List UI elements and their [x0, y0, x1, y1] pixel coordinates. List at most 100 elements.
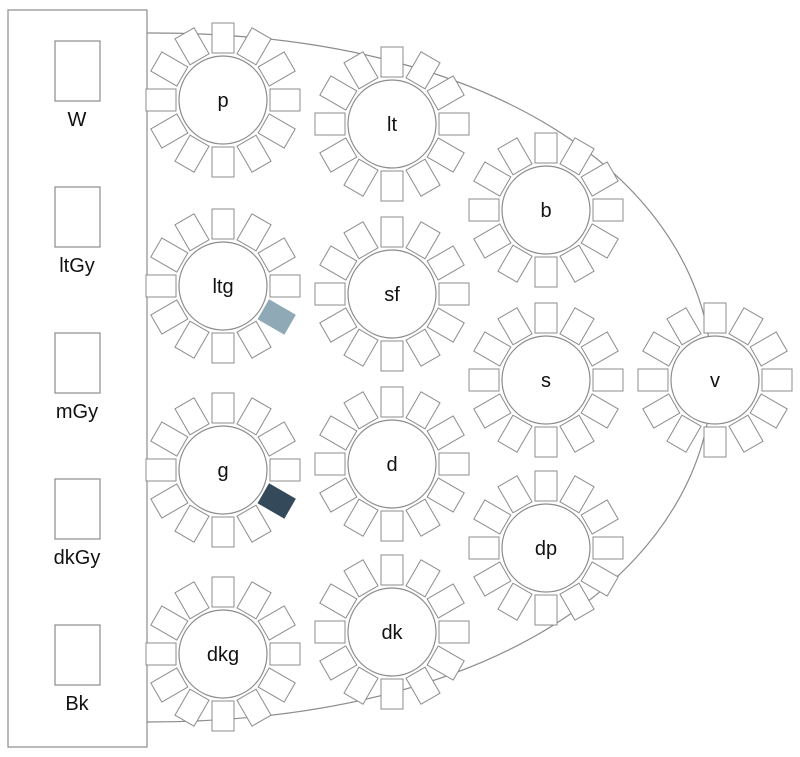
- seat: [580, 331, 619, 367]
- seat: [473, 161, 512, 197]
- seat: [749, 393, 788, 429]
- table-top: [347, 249, 437, 339]
- seat: [211, 332, 235, 364]
- table-label: s: [541, 370, 551, 392]
- table-g: g: [145, 392, 301, 548]
- table-top: [501, 165, 591, 255]
- table-top: [347, 587, 437, 677]
- seat: [749, 331, 788, 367]
- seat: [236, 320, 272, 359]
- seat: [580, 223, 619, 259]
- seat: [257, 51, 296, 87]
- seat: [150, 421, 189, 457]
- seat: [319, 415, 358, 451]
- seat: [728, 307, 764, 346]
- seat: [426, 245, 465, 281]
- seat: [592, 368, 624, 392]
- seat: [343, 391, 379, 430]
- seat: [438, 620, 470, 644]
- seat: [314, 112, 346, 136]
- table-top: [501, 335, 591, 425]
- seat: [497, 475, 533, 514]
- seat: [174, 397, 210, 436]
- seat: [380, 216, 404, 248]
- seat: [497, 414, 533, 453]
- table-sf: sf: [314, 216, 470, 372]
- seat: [405, 221, 441, 260]
- seat: [145, 458, 177, 482]
- seat: [642, 331, 681, 367]
- seat: [343, 221, 379, 260]
- seat: [405, 666, 441, 705]
- seat: [534, 426, 558, 458]
- table-p: p: [145, 22, 301, 178]
- seat: [534, 256, 558, 288]
- table-label: sf: [384, 284, 400, 306]
- seat: [174, 581, 210, 620]
- seat: [405, 328, 441, 367]
- seat: [343, 666, 379, 705]
- table-top: [347, 419, 437, 509]
- seat: [580, 499, 619, 535]
- seat: [426, 75, 465, 111]
- seat: [642, 393, 681, 429]
- seat: [438, 112, 470, 136]
- seat: [269, 88, 301, 112]
- seat: [592, 536, 624, 560]
- seat: [703, 302, 727, 334]
- seat: [438, 282, 470, 306]
- seat: [380, 170, 404, 202]
- seat: [319, 307, 358, 343]
- seat: [211, 22, 235, 54]
- seat: [426, 415, 465, 451]
- table-label: d: [386, 454, 397, 476]
- seat: [559, 475, 595, 514]
- seat: [592, 198, 624, 222]
- table-top: [178, 241, 268, 331]
- seat: [257, 113, 296, 149]
- seat: [497, 137, 533, 176]
- table-top: [670, 335, 760, 425]
- seat: [236, 213, 272, 252]
- seat: [703, 426, 727, 458]
- legend-item: ltGy: [54, 186, 101, 277]
- seat: [236, 27, 272, 66]
- table-dkg: dkg: [145, 576, 301, 732]
- seat: [426, 307, 465, 343]
- seat: [319, 645, 358, 681]
- seat: [211, 576, 235, 608]
- table-top: [178, 425, 268, 515]
- seat: [380, 554, 404, 586]
- seat: [580, 161, 619, 197]
- legend-item: W: [54, 40, 101, 131]
- seat: [145, 642, 177, 666]
- legend-swatch: [54, 332, 101, 394]
- seat: [559, 244, 595, 283]
- seat: [426, 583, 465, 619]
- seat: [319, 583, 358, 619]
- legend-item: Bk: [54, 624, 101, 715]
- seat: [343, 559, 379, 598]
- legend-label: Bk: [65, 693, 89, 715]
- seat: [319, 75, 358, 111]
- seat: [236, 397, 272, 436]
- table-dk: dk: [314, 554, 470, 710]
- seat: [559, 137, 595, 176]
- seat: [319, 137, 358, 173]
- seat: [380, 510, 404, 542]
- seat: [314, 452, 346, 476]
- seat: [497, 307, 533, 346]
- seat: [666, 307, 702, 346]
- seat: [174, 27, 210, 66]
- seat-highlighted: [257, 299, 296, 335]
- table-dp: dp: [468, 470, 624, 626]
- seat: [269, 642, 301, 666]
- seat: [497, 244, 533, 283]
- seat: [534, 594, 558, 626]
- seat: [150, 113, 189, 149]
- table-s: s: [468, 302, 624, 458]
- seat: [559, 307, 595, 346]
- seat: [637, 368, 669, 392]
